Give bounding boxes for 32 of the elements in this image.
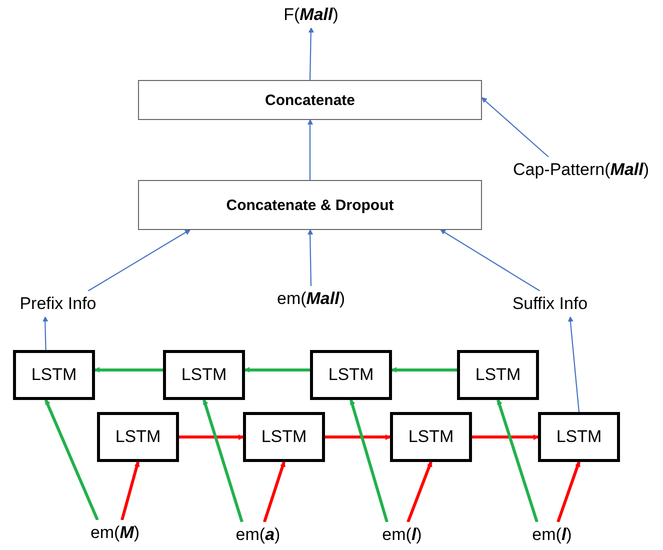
arrow xyxy=(481,97,549,158)
arrow xyxy=(262,461,286,522)
arrow xyxy=(244,367,310,372)
lstm-box: LSTM xyxy=(243,412,325,462)
arrow xyxy=(44,398,99,521)
lstm-box: LSTM xyxy=(390,412,472,462)
lstm-box: LSTM xyxy=(97,412,179,462)
lstm-box: LSTM xyxy=(310,350,392,400)
process-box: Concatenate & Dropout xyxy=(138,180,482,230)
lstm-box: LSTM xyxy=(457,350,539,400)
arrow xyxy=(308,27,314,80)
arrow xyxy=(472,434,539,440)
lstm-box: LSTM xyxy=(163,350,245,400)
arrow xyxy=(94,367,163,372)
arrow xyxy=(496,398,538,522)
process-box: Concatenate xyxy=(138,80,482,120)
lstm-box: LSTM xyxy=(13,350,95,400)
arrow xyxy=(325,434,391,440)
arrow xyxy=(556,461,580,522)
arrow xyxy=(88,230,191,292)
arrow xyxy=(179,434,244,440)
lstm-box: LSTM xyxy=(538,412,620,462)
arrow xyxy=(308,119,313,180)
arrow xyxy=(120,461,140,520)
arrow xyxy=(568,316,580,412)
arrow xyxy=(202,398,244,522)
arrow xyxy=(440,229,540,292)
arrow xyxy=(391,367,457,372)
arrow xyxy=(406,461,432,523)
arrow xyxy=(308,229,314,286)
arrow xyxy=(350,398,388,522)
arrow xyxy=(42,316,48,350)
